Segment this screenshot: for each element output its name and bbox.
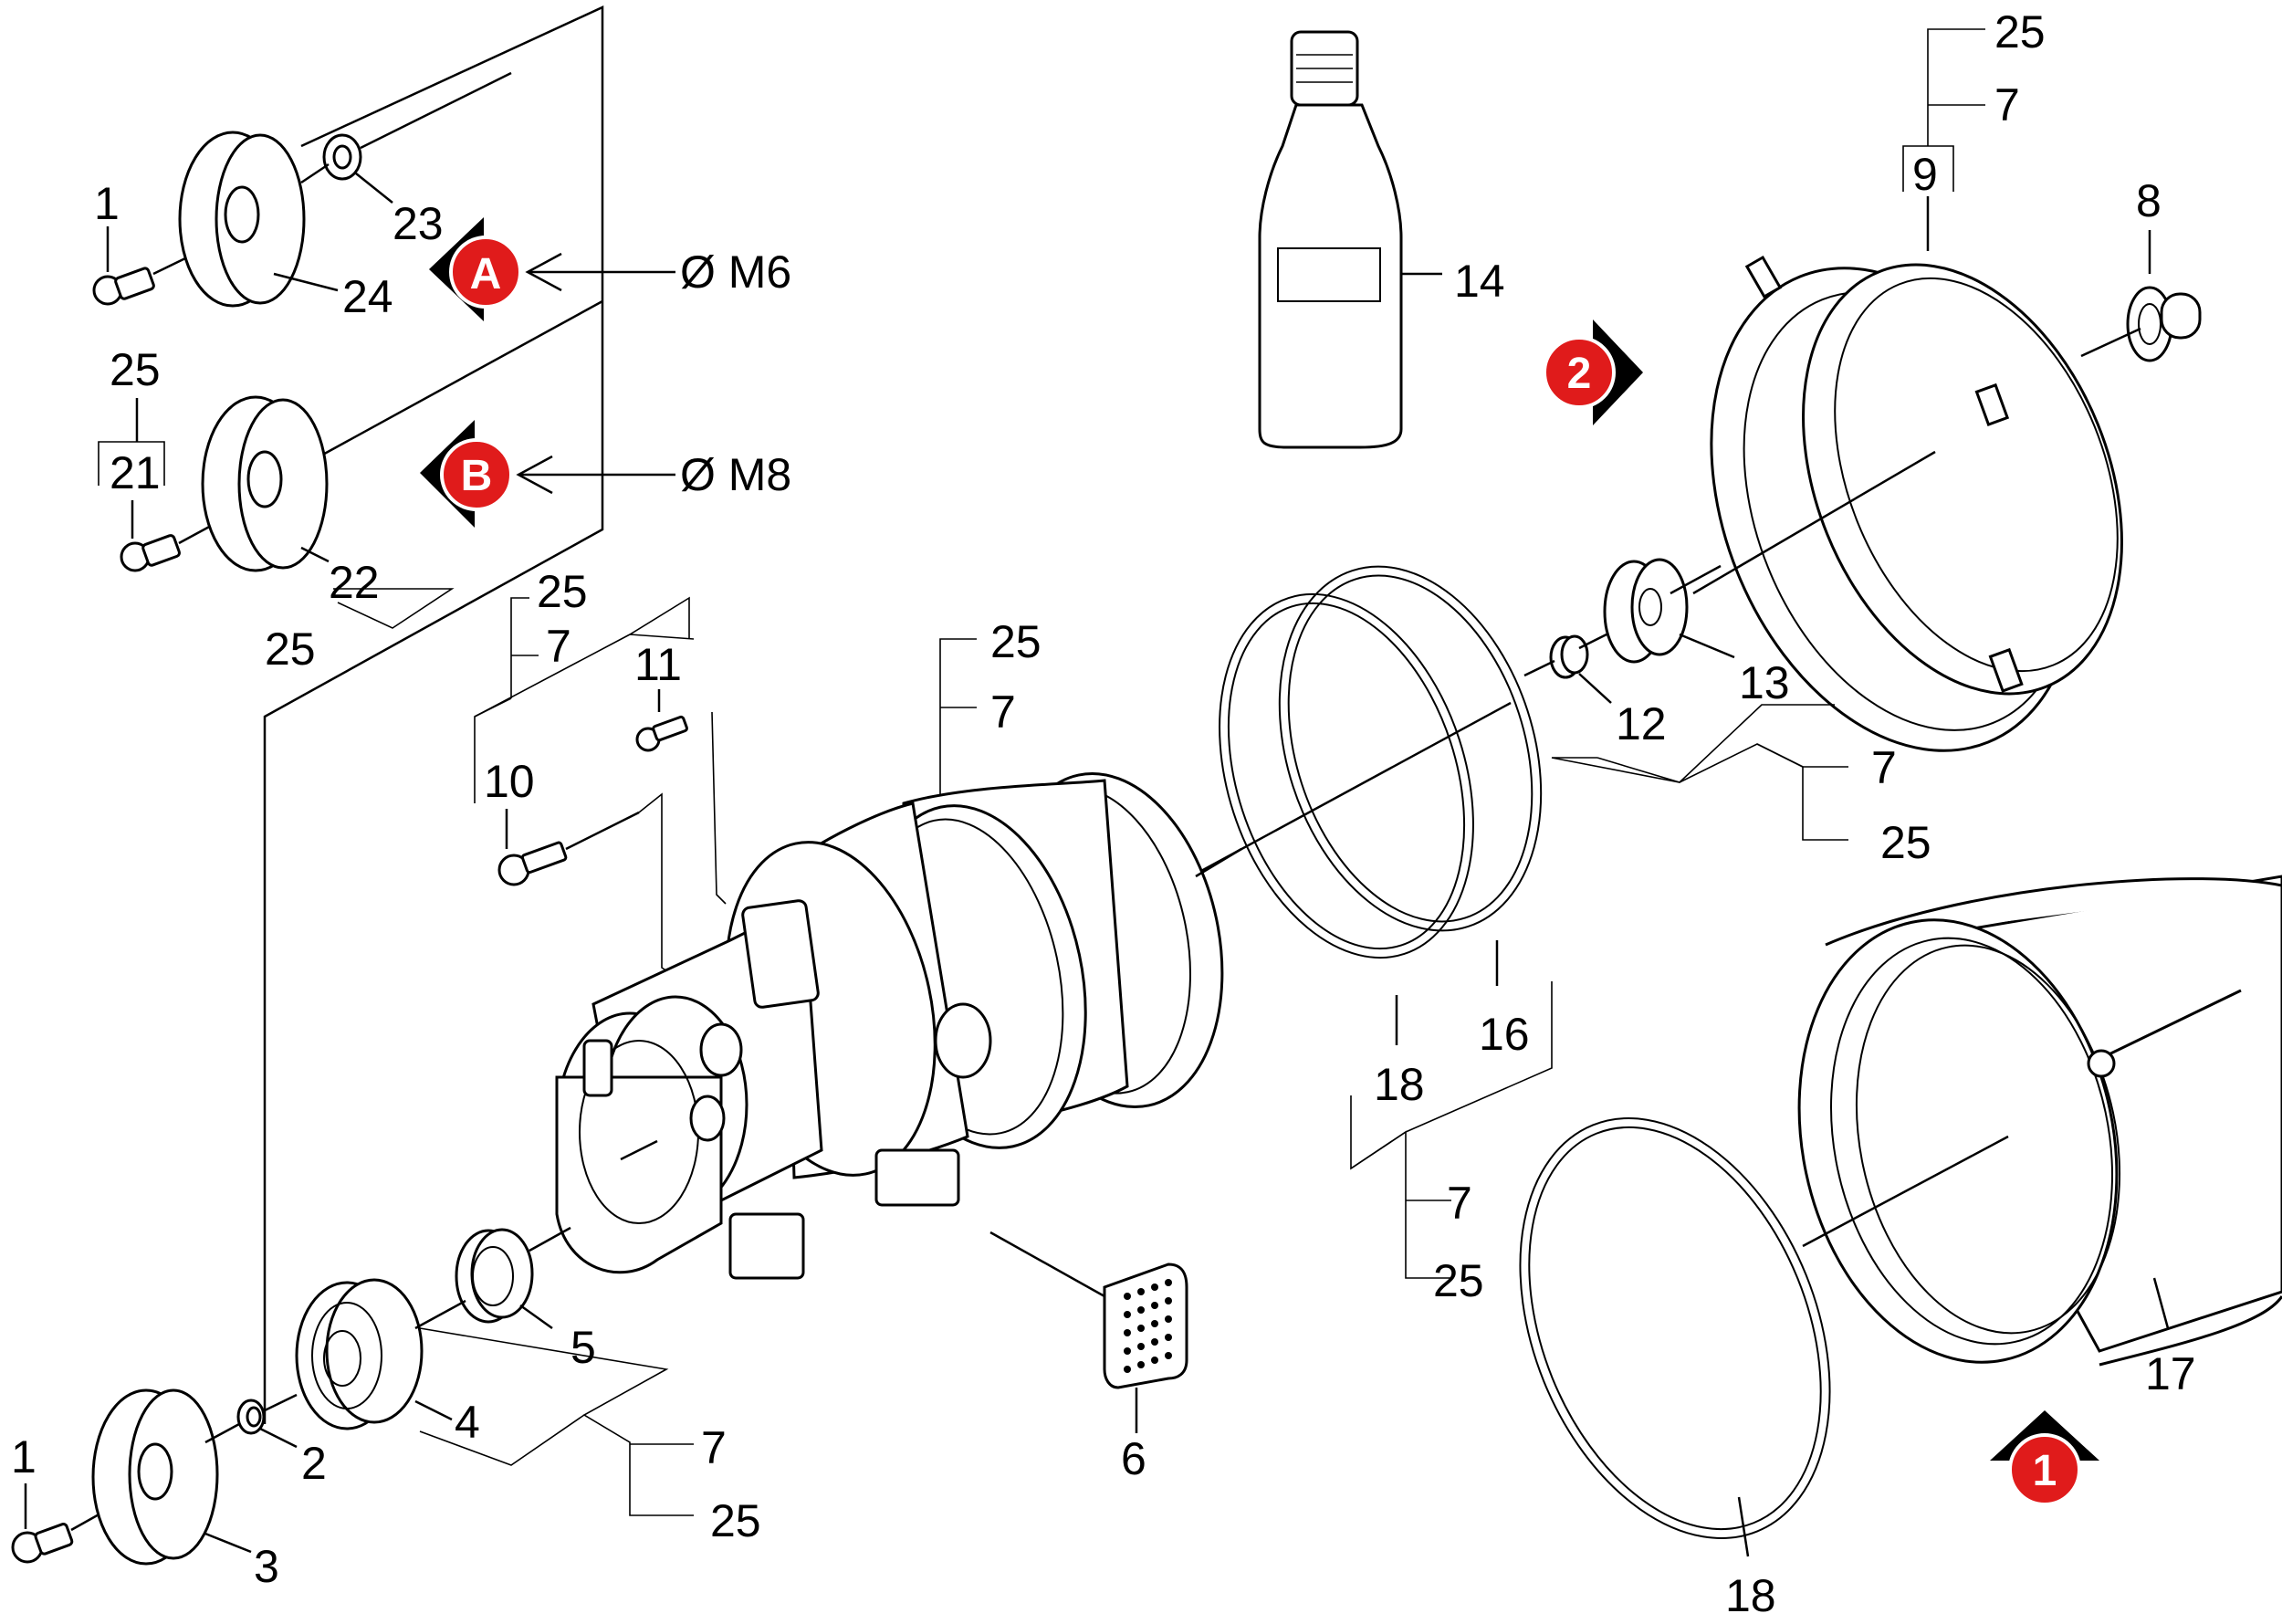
svg-text:2: 2 — [1567, 350, 1592, 398]
label-13: 13 — [1739, 657, 1790, 708]
label-11: 11 — [634, 639, 682, 690]
frame-lines — [263, 5, 604, 1424]
motor-housing-17-icon — [1797, 875, 2282, 1367]
o-rings-icon — [1219, 565, 1543, 959]
washer-2-icon — [236, 1399, 266, 1435]
label-16: 16 — [1479, 1009, 1530, 1060]
label-22: 22 — [329, 557, 380, 608]
bearing-13-icon — [1603, 558, 1689, 664]
dimension-m8: Ø M8 — [680, 449, 791, 500]
badge-1-icon: 1 — [1990, 1410, 2099, 1506]
housing-ring-icon — [1710, 255, 2123, 752]
label-10: 10 — [484, 756, 535, 807]
label-7-c: 7 — [990, 686, 1016, 738]
label-25-e: 25 — [990, 616, 1042, 667]
seal-12-icon — [1549, 634, 1589, 679]
svg-text:A: A — [470, 250, 502, 299]
motor-assembly-icon — [555, 771, 1224, 1280]
label-6: 6 — [1121, 1433, 1146, 1484]
washer-22-icon — [201, 395, 329, 572]
label-25-g: 25 — [1433, 1255, 1484, 1306]
label-21: 21 — [110, 447, 161, 498]
label-25-b: 25 — [110, 344, 161, 395]
label-18-a: 18 — [1374, 1059, 1425, 1110]
badge-b-icon: B — [420, 420, 513, 528]
label-7-d: 7 — [1871, 742, 1897, 793]
label-12: 12 — [1616, 698, 1667, 749]
label-7-e: 7 — [1447, 1178, 1472, 1229]
label-5: 5 — [570, 1322, 596, 1373]
label-25-d: 25 — [1994, 6, 2046, 58]
dimension-m6: Ø M6 — [680, 246, 791, 298]
label-25-i: 25 — [710, 1495, 761, 1546]
plug-icon — [2126, 286, 2202, 362]
label-2: 2 — [301, 1438, 327, 1489]
label-1-bottom: 1 — [11, 1431, 37, 1483]
label-18-b: 18 — [1725, 1570, 1776, 1621]
screw-1-bottom-icon — [11, 1523, 74, 1564]
label-8: 8 — [2136, 175, 2162, 226]
screw-10-icon — [497, 841, 568, 886]
badge-2-icon: 2 — [1543, 320, 1643, 425]
svg-text:1: 1 — [2033, 1447, 2057, 1495]
filter-6-icon — [1103, 1263, 1188, 1389]
label-25-c: 25 — [265, 623, 316, 675]
label-7-f: 7 — [701, 1422, 727, 1473]
label-17: 17 — [2145, 1348, 2196, 1399]
svg-text:B: B — [461, 452, 493, 500]
oil-bottle-icon — [1258, 30, 1403, 449]
label-1-top: 1 — [94, 178, 120, 229]
group-b-parts — [120, 395, 329, 572]
label-23: 23 — [393, 198, 444, 249]
screw-11-icon — [635, 715, 688, 752]
badge-a-icon: A — [429, 217, 522, 321]
o-ring-18-icon — [1519, 1117, 1831, 1539]
label-7-b: 7 — [546, 621, 571, 672]
label-9: 9 — [1912, 149, 1938, 200]
seal-5-icon — [455, 1228, 534, 1324]
label-7-a: 7 — [1994, 79, 2020, 131]
label-25-f: 25 — [1880, 817, 1931, 868]
washer-23-icon — [322, 133, 362, 181]
label-3: 3 — [254, 1541, 279, 1592]
bearing-4-icon — [295, 1278, 424, 1430]
label-25-h: 25 — [537, 566, 588, 617]
washer-3-icon — [91, 1388, 219, 1566]
label-14: 14 — [1454, 256, 1505, 307]
group-a-parts — [92, 71, 512, 308]
washer-24-icon — [178, 131, 306, 308]
label-24: 24 — [342, 271, 393, 322]
label-4: 4 — [455, 1397, 480, 1448]
